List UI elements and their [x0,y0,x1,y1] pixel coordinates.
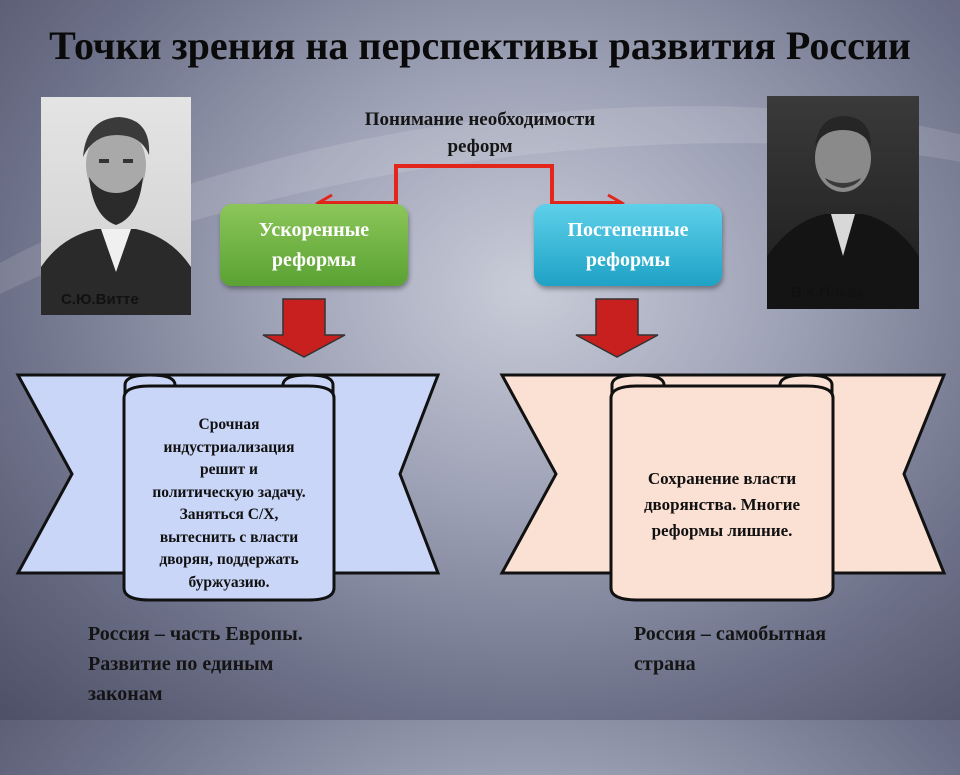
right-scroll-line: дворянства. Многие [643,495,801,514]
understanding-line-1: Понимание необходимости [364,109,596,130]
gradual-reforms-box: Постепенные реформы [534,204,722,286]
left-conclusion-line: Россия – часть Европы. [88,623,303,645]
left-scroll-line: индустриализация [163,438,295,456]
right-scroll-line: реформы лишние. [651,521,793,540]
portrait-witte: С.Ю.Витте [41,97,191,315]
accelerated-reforms-line-1: Ускоренные [258,219,370,241]
right-conclusion-line: страна [634,653,696,675]
left-scroll-text: Срочная индустриализация решит и политич… [130,414,328,594]
left-scroll-line: буржуазию. [188,573,270,591]
right-conclusion-line: Россия – самобытная [634,623,827,645]
right-conclusion: Россия – самобытная страна [634,619,826,679]
gradual-reforms-line-1: Постепенные [567,219,689,241]
left-scroll-line: Срочная [198,416,260,433]
caption-witte: С.Ю.Витте [61,291,139,308]
accelerated-reforms-line-2: реформы [271,249,357,271]
left-scroll-line: решит и [200,461,258,478]
portrait-plehve-image [767,116,919,309]
right-scroll-line: Сохранение власти [647,469,797,488]
left-scroll-line: Заняться С/Х, [179,506,279,523]
gradual-reforms-line-2: реформы [585,249,671,271]
left-conclusion-line: Развитие по единым [88,653,274,675]
left-scroll-line: вытеснить с власти [159,528,299,546]
left-conclusion-line: законам [88,683,163,705]
understanding-line-2: реформ [447,136,513,157]
portrait-witte-image [41,117,191,315]
slide-title: Точки зрения на перспективы развития Рос… [49,23,911,68]
portrait-plehve: В.К.Плеве [767,96,919,309]
understanding-label: Понимание необходимости реформ [300,106,660,160]
left-scroll-line: политическую задачу. [152,483,306,501]
caption-plehve: В.К.Плеве [791,284,866,301]
left-scroll-line: дворян, поддержать [159,551,299,568]
accelerated-reforms-box: Ускоренные реформы [220,204,408,286]
right-scroll-text: Сохранение власти дворянства. Многие реф… [618,466,826,544]
left-conclusion: Россия – часть Европы. Развитие по едины… [88,619,303,709]
